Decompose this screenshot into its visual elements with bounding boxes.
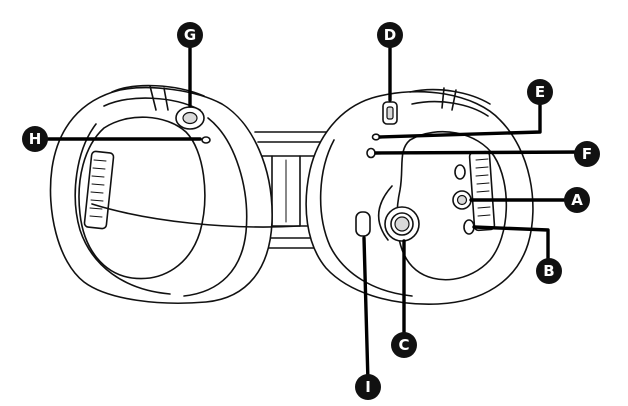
- right-dial: [384, 206, 420, 242]
- callout-label-E: E: [535, 83, 545, 101]
- right-earcup: [305, 87, 534, 305]
- callout-H: H: [22, 126, 48, 152]
- left-grille: [83, 150, 115, 230]
- callout-C: C: [391, 332, 417, 358]
- callout-label-B: B: [543, 262, 554, 280]
- right-usb-port: [382, 101, 398, 125]
- callout-G: G: [177, 22, 203, 48]
- right-side-buttons: [452, 164, 475, 235]
- right-grille: [468, 150, 496, 232]
- callout-label-F: F: [582, 145, 592, 163]
- right-led: [366, 147, 376, 159]
- callout-D: D: [377, 22, 403, 48]
- callout-label-I: I: [365, 378, 371, 396]
- callout-label-A: A: [571, 191, 583, 209]
- callout-F: F: [574, 141, 600, 167]
- left-mic-port: [175, 106, 205, 130]
- callout-I: I: [355, 374, 381, 400]
- callout-label-G: G: [184, 26, 196, 44]
- callout-E: E: [527, 79, 553, 105]
- left-earcup: [49, 84, 301, 304]
- left-indicator-led: [201, 136, 211, 144]
- callout-label-C: C: [398, 336, 409, 354]
- callout-label-D: D: [384, 26, 396, 44]
- leader-lines: [46, 36, 588, 384]
- callout-A: A: [564, 187, 590, 213]
- left-cup-face: [183, 117, 248, 297]
- callout-B: B: [536, 258, 562, 284]
- right-slider-switch: [355, 211, 371, 237]
- callout-label-H: H: [29, 130, 42, 148]
